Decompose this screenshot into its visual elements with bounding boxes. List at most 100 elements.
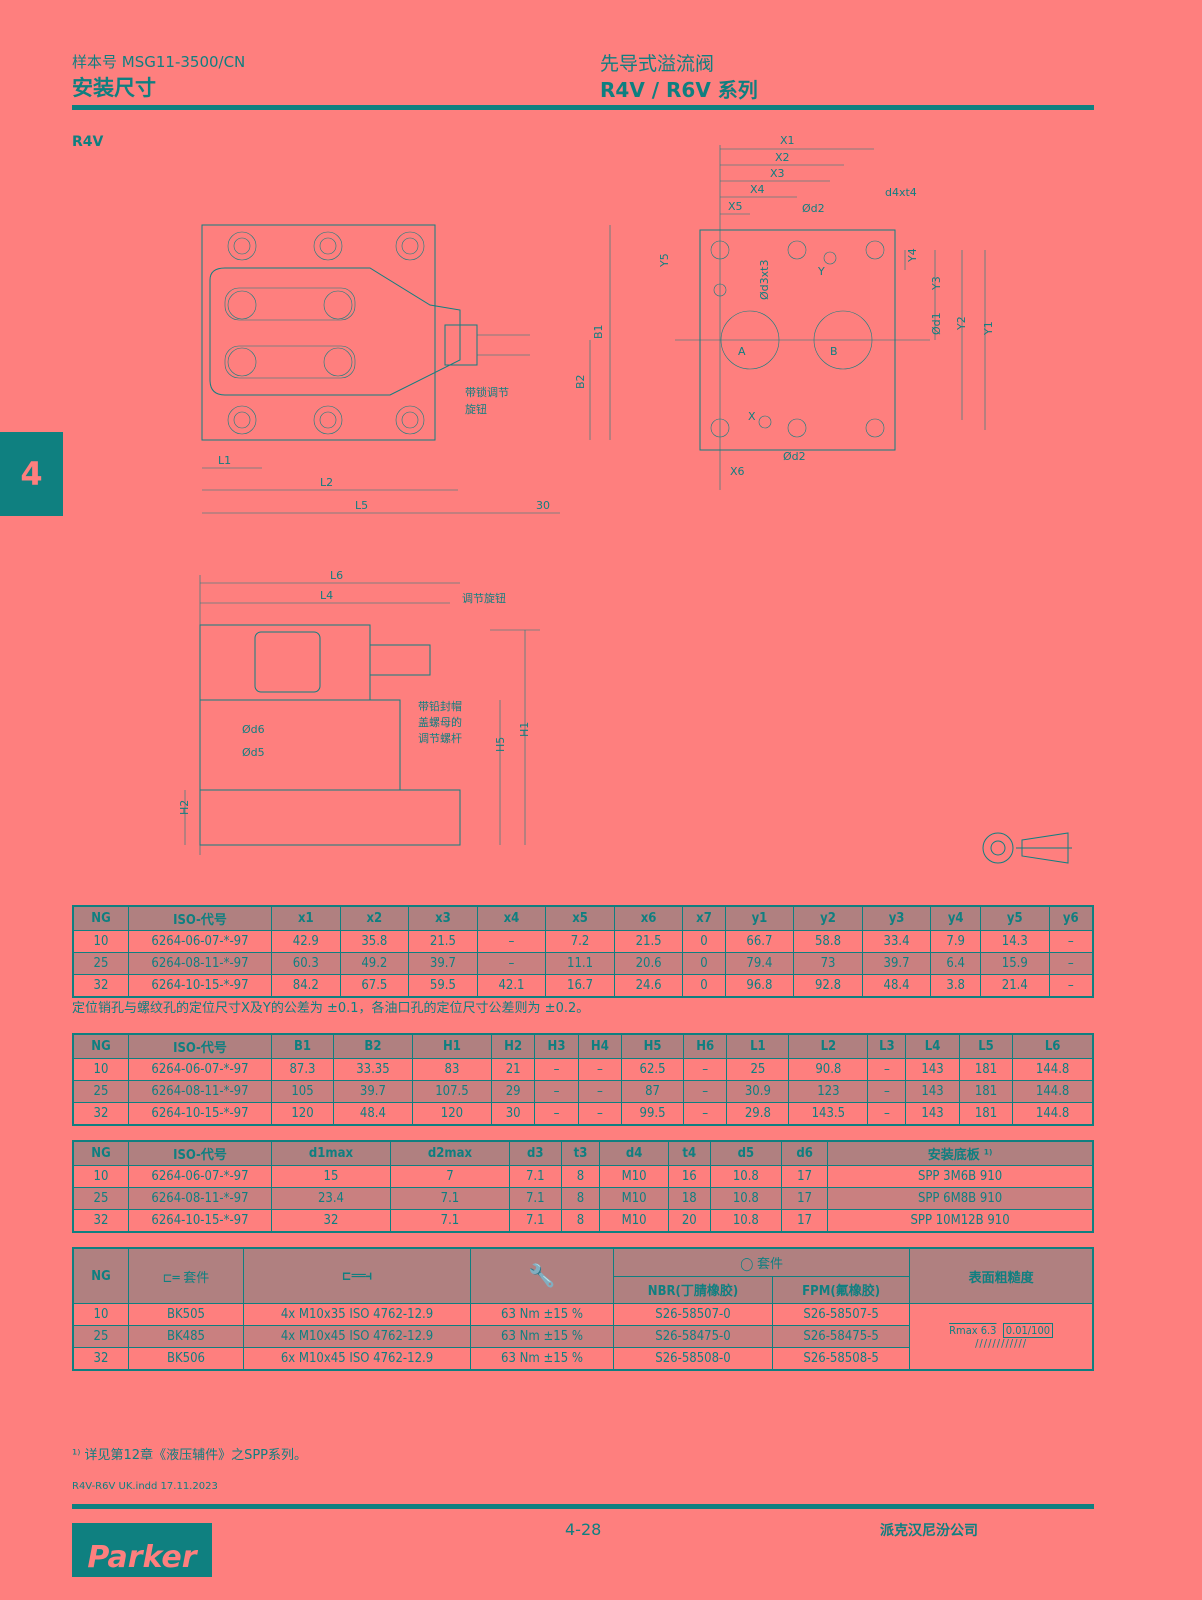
table-cell: 32: [271, 1209, 391, 1233]
header-seal-kit: 套件: [757, 1256, 784, 1272]
column-header: d5: [709, 1140, 783, 1166]
column-header: t3: [560, 1140, 601, 1166]
column-header: H6: [683, 1033, 728, 1059]
table-cell: 10.8: [709, 1187, 783, 1210]
column-header: H1: [411, 1033, 492, 1059]
dimension-label: 调节旋钮: [462, 591, 506, 605]
column-header: ISO-代号: [128, 905, 272, 931]
table-cell: –: [577, 1102, 623, 1126]
dimension-label: H5: [494, 737, 507, 752]
footer-rule: [72, 1504, 1094, 1509]
table-cell: 49.2: [339, 952, 410, 975]
dimension-label: H1: [518, 722, 531, 737]
table-cell: 144.8: [1012, 1080, 1094, 1103]
table-cell: 6264-06-07-*-97: [128, 930, 272, 953]
table-cell: 15.9: [980, 952, 1050, 975]
table-cell: 23.4: [271, 1187, 391, 1210]
table-cell: –: [1048, 952, 1094, 975]
table-cell: 35.8: [339, 930, 410, 953]
table-cell: –: [577, 1058, 623, 1081]
dimension-label: 盖螺母的: [418, 715, 462, 729]
table-cell: 48.4: [861, 974, 932, 998]
dimension-label: Ød5: [242, 746, 265, 759]
table-cell: –: [867, 1058, 907, 1081]
table-cell: 24.6: [613, 974, 684, 998]
table-cell: 7: [389, 1165, 510, 1188]
column-header: x4: [476, 905, 547, 931]
column-header: H2: [490, 1033, 536, 1059]
table-cell: 7.1: [389, 1187, 510, 1210]
table-cell: –: [683, 1102, 728, 1126]
dimension-label: X3: [770, 167, 785, 180]
table-cell: 39.7: [408, 952, 478, 975]
dim-L2: L2: [320, 476, 333, 489]
column-header: x1: [271, 905, 341, 931]
dimension-label: B: [830, 345, 838, 358]
column-header: L2: [788, 1033, 869, 1059]
dimension-label: Y: [817, 265, 825, 278]
header-roughness: 表面粗糙度: [909, 1247, 1094, 1304]
table-cell: 10: [72, 1058, 129, 1081]
table-cell: 8: [560, 1209, 601, 1233]
table-cell: 73: [793, 952, 863, 975]
page-number: 4-28: [565, 1520, 602, 1539]
dimension-label: d4xt4: [885, 186, 917, 199]
column-header: d4: [599, 1140, 669, 1166]
chapter-tab: 4: [0, 432, 63, 516]
table-cell: 18: [667, 1187, 711, 1210]
table-cell: 10.8: [709, 1209, 783, 1233]
section-title: 安装尺寸: [72, 76, 156, 100]
bolt-detail-icon: ⊏══⫞: [243, 1247, 471, 1304]
table-cell: 181: [958, 1058, 1014, 1081]
table-cell: –: [1048, 930, 1094, 953]
subsection-label: R4V: [72, 134, 104, 150]
table-cell: 60.3: [271, 952, 341, 975]
table-cell: 143: [905, 1080, 960, 1103]
column-header: y2: [793, 905, 863, 931]
table-cell: 10: [72, 1165, 129, 1188]
table-cell: M10: [599, 1209, 669, 1233]
table-cell: 90.8: [788, 1058, 869, 1081]
column-header: NG: [72, 1033, 129, 1059]
dim-B2: B2: [574, 374, 587, 389]
table-cell: 15: [271, 1165, 391, 1188]
accessories-table: NG ⊏═ 套件 ⊏══⫞ 🔧 ◯ 套件 表面粗糙度 NBR(丁腈橡胶)FPM(…: [72, 1247, 1094, 1371]
dim-L5: L5: [355, 499, 368, 512]
dimension-label: X1: [780, 134, 795, 147]
table-cell: 79.4: [724, 952, 795, 975]
table-cell: 25: [726, 1058, 790, 1081]
table-cell: 29: [490, 1080, 536, 1103]
dimension-label: 带铅封帽: [418, 699, 462, 713]
table-cell: 120: [271, 1102, 334, 1126]
table-cell: 8: [560, 1165, 601, 1188]
column-header: L4: [905, 1033, 960, 1059]
table-cell: 3.8: [930, 974, 982, 998]
table-cell: 6264-10-15-*-97: [128, 1209, 272, 1233]
column-header: NG: [72, 1140, 129, 1166]
table-cell: 11.1: [545, 952, 615, 975]
header-ng: NG: [72, 1247, 129, 1304]
column-header: d1max: [271, 1140, 391, 1166]
table-cell: 25: [72, 952, 129, 975]
table-cell: SPP 3M6B 910: [827, 1165, 1094, 1188]
table-cell: 6.4: [930, 952, 982, 975]
table-cell: 0: [682, 952, 726, 975]
column-header: d6: [781, 1140, 829, 1166]
table-cell: 10: [72, 930, 129, 953]
table-cell: 107.5: [411, 1080, 492, 1103]
table-cell: 58.8: [793, 930, 863, 953]
table-cell: 21.5: [408, 930, 478, 953]
table-cell: –: [867, 1080, 907, 1103]
table-cell: 39.7: [861, 952, 932, 975]
dimension-label: L6: [330, 569, 343, 582]
table-cell: 92.8: [793, 974, 863, 998]
table-cell: 33.4: [861, 930, 932, 953]
header-rule: [72, 105, 1094, 110]
